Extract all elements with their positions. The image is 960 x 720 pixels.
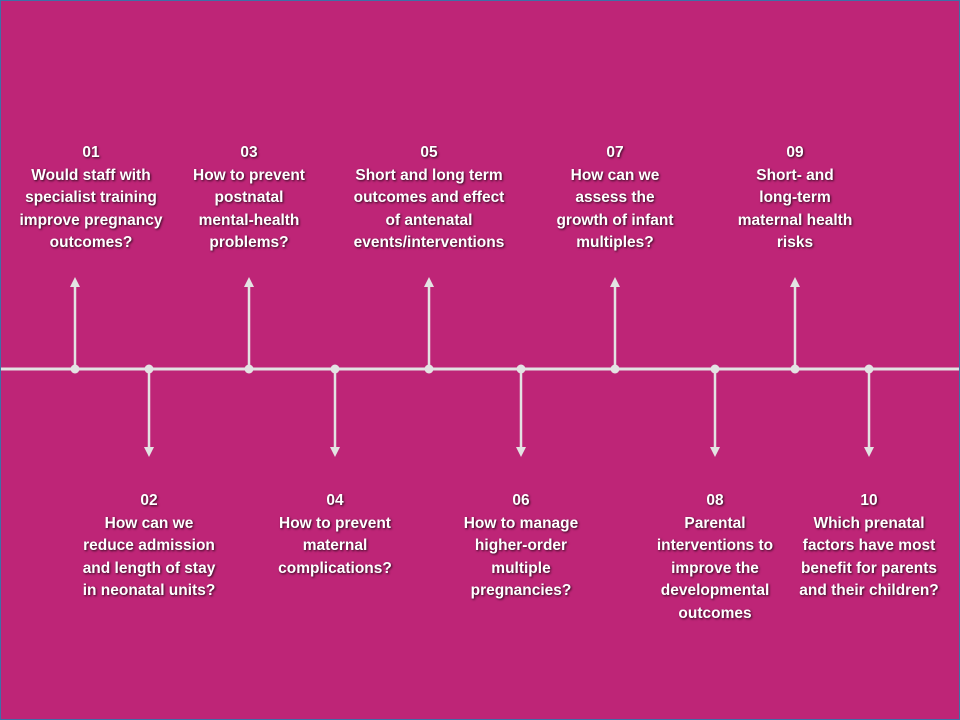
item-text-line: How to manage (463, 514, 579, 532)
marker-dot-04 (330, 364, 340, 374)
item-text-line: higher-order (474, 537, 568, 554)
marker-dot-08 (710, 364, 720, 374)
item-number: 10 (860, 492, 878, 509)
item-number: 08 (706, 492, 724, 509)
marker-dot-09 (790, 364, 800, 374)
marker-arrowhead-09 (790, 277, 800, 287)
marker-dot-06 (516, 364, 526, 374)
item-text-line: and length of stay (82, 559, 216, 577)
item-text-line: problems? (209, 234, 289, 251)
item-text-line: outcomes? (49, 234, 133, 251)
item-text-line: mental-health (198, 211, 300, 229)
item-text-line: multiple (491, 559, 551, 577)
item-text-line: assess the (575, 189, 655, 206)
item-number: 06 (512, 492, 530, 509)
item-text-line: Which prenatal (813, 514, 925, 532)
item-text-line: maternal (302, 537, 368, 554)
marker-dot-05 (424, 364, 434, 374)
item-number: 04 (326, 492, 344, 509)
marker-dot-07 (610, 364, 620, 374)
item-text-line: growth of infant (556, 211, 674, 229)
marker-dot-10 (864, 364, 874, 374)
item-text-line: developmental (660, 582, 770, 599)
marker-dot-01 (70, 364, 80, 374)
item-number: 01 (82, 144, 100, 161)
item-text-line: outcomes and effect (353, 189, 505, 206)
item-number: 05 (420, 144, 438, 161)
marker-arrowhead-10 (864, 447, 874, 457)
item-text-line: of antenatal (385, 211, 473, 229)
item-text-line: How to prevent (279, 514, 391, 532)
item-text-line: postnatal (214, 189, 284, 206)
marker-arrowhead-06 (516, 447, 526, 457)
item-text-line: Would staff with (31, 166, 151, 184)
item-text-line: improve pregnancy (19, 211, 163, 229)
marker-arrowhead-01 (70, 277, 80, 287)
item-text-line: reduce admission (83, 537, 215, 554)
marker-arrowhead-03 (244, 277, 254, 287)
item-text-line: improve the (671, 559, 759, 577)
marker-dot-03 (244, 364, 254, 374)
timeline-markers (70, 277, 874, 457)
item-text-line: How can we (570, 166, 660, 184)
item-text-line: Short and long term (355, 166, 503, 184)
item-text-line: Parental (684, 514, 746, 532)
item-text-line: complications? (278, 559, 392, 577)
item-number: 02 (140, 492, 158, 509)
item-number: 07 (606, 144, 624, 161)
item-text-line: and their children? (799, 582, 939, 599)
marker-arrowhead-05 (424, 277, 434, 287)
item-text-line: events/interventions (353, 234, 505, 251)
marker-dot-02 (144, 364, 154, 374)
item-text-line: multiples? (576, 234, 654, 251)
marker-arrowhead-08 (710, 447, 720, 457)
item-number: 03 (240, 144, 258, 161)
item-text-line: long-term (759, 189, 831, 206)
item-text-line: risks (776, 234, 814, 251)
item-text-line: pregnancies? (470, 582, 572, 599)
marker-arrowhead-04 (330, 447, 340, 457)
item-text-line: How to prevent (193, 166, 305, 184)
item-text-line: maternal health (737, 211, 853, 229)
item-number: 09 (786, 144, 804, 161)
item-text-line: specialist training (25, 189, 157, 206)
item-text-line: outcomes (678, 604, 752, 622)
item-text-line: benefit for parents (800, 559, 938, 577)
item-text-line: factors have most (802, 537, 936, 554)
marker-arrowhead-07 (610, 277, 620, 287)
item-text-line: interventions to (656, 537, 774, 554)
marker-arrowhead-02 (144, 447, 154, 457)
item-text-line: in neonatal units? (82, 582, 216, 599)
item-text-line: How can we (104, 514, 194, 532)
item-text-line: Short- and (756, 166, 834, 184)
